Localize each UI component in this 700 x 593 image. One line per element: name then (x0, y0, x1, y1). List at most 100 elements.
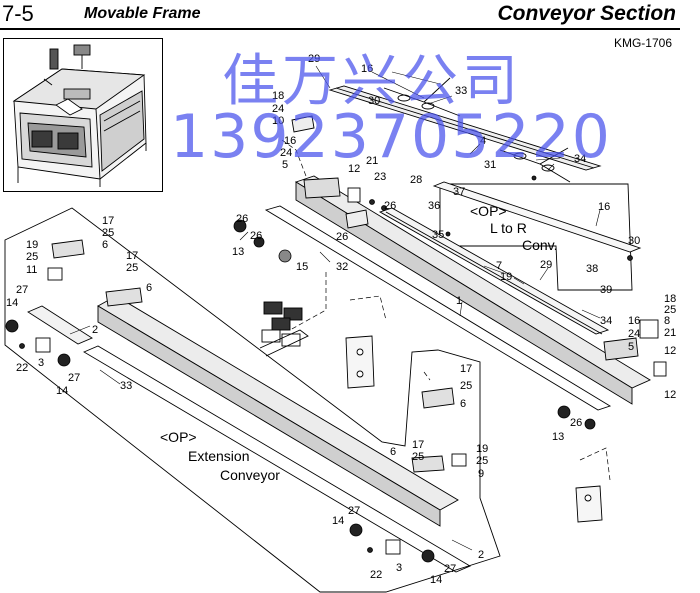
callout-17: 17 (102, 215, 114, 227)
callout-34: 34 (600, 315, 612, 327)
callout-24: 24 (272, 103, 284, 115)
upper-pulleys (233, 175, 633, 430)
bracket-6d (411, 455, 445, 473)
bracket-6b (105, 287, 143, 307)
block-3 (35, 337, 51, 353)
callout-1: 1 (456, 295, 462, 307)
callout-19b: 19 (476, 443, 488, 455)
upper-frame-assembly (264, 85, 667, 411)
callout-16: 16 (361, 63, 373, 75)
pulley-13b (557, 405, 571, 419)
callout-14b: 14 (56, 385, 68, 397)
callout-25: 25 (102, 227, 114, 239)
callout-29b: 30 (628, 235, 640, 247)
section-name: Conveyor Section (497, 2, 676, 25)
callout-20: 19 (500, 271, 512, 283)
callout-24d: 24 (628, 328, 640, 340)
callout-6c: 6 (460, 398, 466, 410)
bracket-6c (421, 387, 455, 409)
machine-thumbnail (3, 38, 163, 192)
callout-25f: 25 (476, 455, 488, 467)
callout-8: 8 (664, 315, 670, 327)
callout-6b: 6 (146, 282, 152, 294)
callout-26c: 26 (336, 231, 348, 243)
callouts: 29 16 33 30 18 24 10 16 24 5 4 31 34 12 … (6, 53, 676, 586)
block-11 (47, 267, 63, 281)
lr-note-line2: L to R (490, 220, 527, 236)
callout-25c: 25 (126, 262, 138, 274)
callout-2b: 2 (478, 549, 484, 561)
callout-35: 35 (432, 229, 444, 241)
callout-33b: 34 (574, 153, 586, 165)
callout-5: 5 (282, 159, 288, 171)
callout-17b: 17 (126, 250, 138, 262)
callout-19: 19 (26, 239, 38, 251)
callout-16d: 16 (628, 315, 640, 327)
callout-14d: 14 (430, 574, 442, 586)
sensor-12b (653, 361, 667, 377)
pulley-13 (233, 219, 247, 233)
callout-30: 30 (368, 95, 380, 107)
callout-5b: 5 (628, 341, 634, 353)
callout-27d: 27 (444, 563, 456, 575)
ext-note-line3: Conveyor (220, 467, 280, 483)
mount-plate-b (575, 485, 603, 523)
callout-16b: 16 (284, 135, 296, 147)
callout-10: 10 (272, 115, 284, 127)
callout-23: 23 (374, 171, 386, 183)
callout-12c: 12 (664, 389, 676, 401)
callout-14c: 14 (332, 515, 344, 527)
bracket-6a (51, 239, 85, 259)
callout-25b: 25 (26, 251, 38, 263)
callout-32: 33 (120, 380, 132, 392)
page-header: 7-5 Movable Frame Conveyor Section (0, 0, 700, 30)
callout-25e: 25 (412, 451, 424, 463)
callout-21b: 21 (664, 327, 676, 339)
callout-28b: 29 (540, 259, 552, 271)
drawing-code: KMG-1706 (613, 36, 672, 50)
mount-plate (345, 335, 375, 389)
callout-16c: 16 (598, 201, 610, 213)
notes: <OP> L to R Conv. <OP> Extension Conveyo… (160, 203, 558, 483)
callout-24c: 25 (664, 304, 676, 316)
assembly-lines (281, 139, 611, 481)
callout-29: 29 (308, 53, 320, 65)
callout-26d: 26 (570, 417, 582, 429)
block-9 (451, 453, 467, 467)
lr-note-op: <OP> (470, 203, 507, 219)
bracket-5b (603, 337, 639, 361)
callout-6: 6 (102, 239, 108, 251)
callout-7: 7 (496, 260, 502, 272)
leader-lines (69, 65, 601, 551)
block-3b (385, 539, 401, 555)
ext-note-line2: Extension (188, 448, 249, 464)
block-8 (639, 319, 659, 339)
extension-conveyor (27, 239, 471, 573)
callout-2: 2 (92, 324, 98, 336)
callout-12: 12 (348, 163, 360, 175)
sensor-12 (347, 187, 361, 203)
ext-note-op: <OP> (160, 429, 197, 445)
callout-3b: 3 (396, 562, 402, 574)
callout-26: 26 (384, 200, 396, 212)
callout-36: 36 (428, 200, 440, 212)
callout-39: 39 (600, 284, 612, 296)
callout-11: 11 (26, 264, 37, 276)
callout-38: 38 (586, 263, 598, 275)
callout-9: 9 (478, 468, 484, 480)
callout-17d: 17 (412, 439, 424, 451)
callout-15: 15 (296, 261, 308, 273)
callout-30b: 31 (484, 159, 496, 171)
belt-31 (264, 205, 612, 411)
extension-pulleys (5, 319, 435, 563)
callout-17c: 17 (460, 363, 472, 375)
header-rule (0, 28, 680, 30)
callout-34-near: 26 (250, 230, 262, 242)
spring-assemblies (291, 77, 571, 229)
loose-parts (259, 301, 603, 523)
block-26 (345, 209, 369, 229)
callout-27c: 27 (348, 505, 360, 517)
callout-22: 22 (16, 362, 28, 374)
section-number: 7-5 (2, 1, 34, 26)
